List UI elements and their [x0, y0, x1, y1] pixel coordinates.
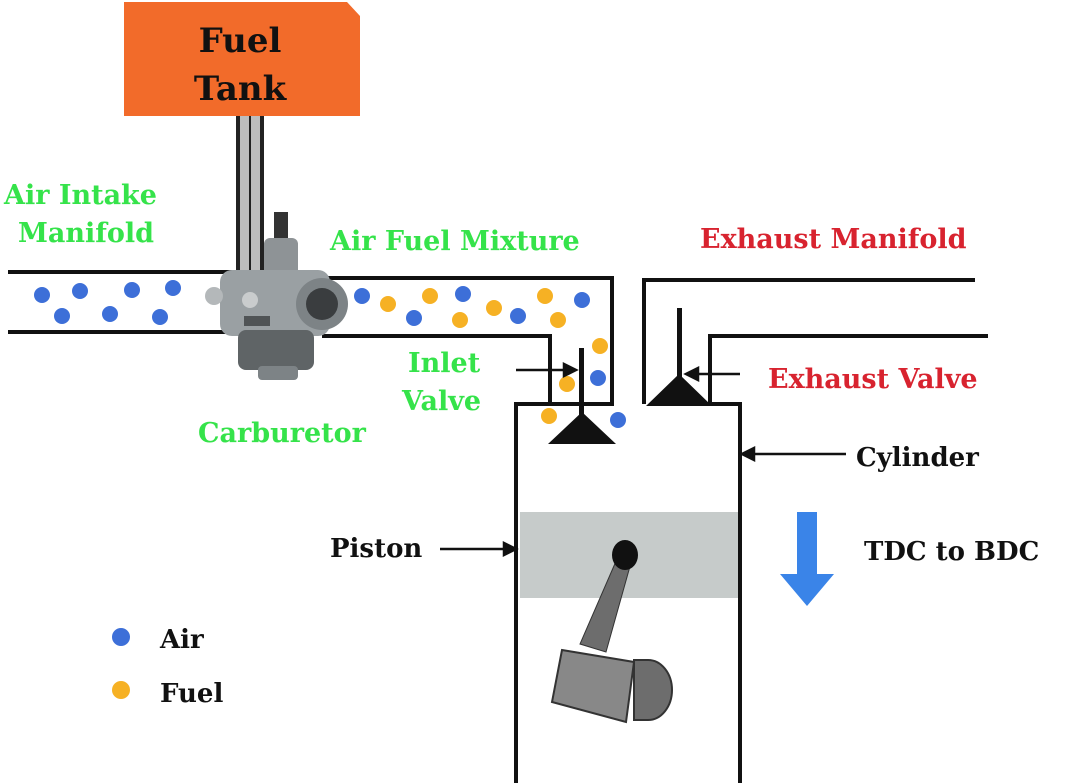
exhaust-valve: [646, 308, 712, 406]
fuel-tank-label-line1: Fuel: [199, 21, 282, 61]
fuel-tank-label-line2: Tank: [194, 69, 288, 109]
legend-air-dot: [112, 628, 130, 646]
inlet-valve-label-line2: Valve: [401, 386, 481, 417]
carburetor: [205, 212, 348, 380]
legend: Air Fuel: [112, 625, 223, 709]
exhaust-manifold-label: Exhaust Manifold: [700, 224, 967, 255]
fuel-line: [236, 116, 264, 286]
legend-fuel-dot: [112, 681, 130, 699]
pointer-arrows: [440, 361, 846, 558]
fuel-tank: Fuel Tank: [124, 2, 360, 116]
down-arrow-icon: [780, 512, 834, 606]
crankshaft: [550, 648, 673, 724]
carburetor-label: Carburetor: [198, 418, 367, 449]
cylinder-label: Cylinder: [856, 443, 979, 473]
inlet-valve: [548, 348, 616, 444]
air-intake-label-line1: Air Intake: [3, 180, 157, 211]
air-intake-label-line2: Manifold: [18, 218, 154, 249]
air-dots-intake: [34, 280, 181, 325]
piston-label: Piston: [330, 534, 422, 564]
intake-pipe: [8, 270, 614, 406]
mixture-dots: [354, 286, 626, 428]
air-fuel-mixture-label: Air Fuel Mixture: [329, 226, 580, 257]
exhaust-valve-label: Exhaust Valve: [768, 364, 978, 395]
piston: [520, 512, 738, 724]
exhaust-pipe: [642, 278, 988, 404]
inlet-valve-label-line1: Inlet: [408, 348, 481, 379]
legend-fuel-label: Fuel: [160, 679, 223, 709]
stroke-label: TDC to BDC: [864, 537, 1039, 567]
legend-air-label: Air: [159, 625, 204, 655]
